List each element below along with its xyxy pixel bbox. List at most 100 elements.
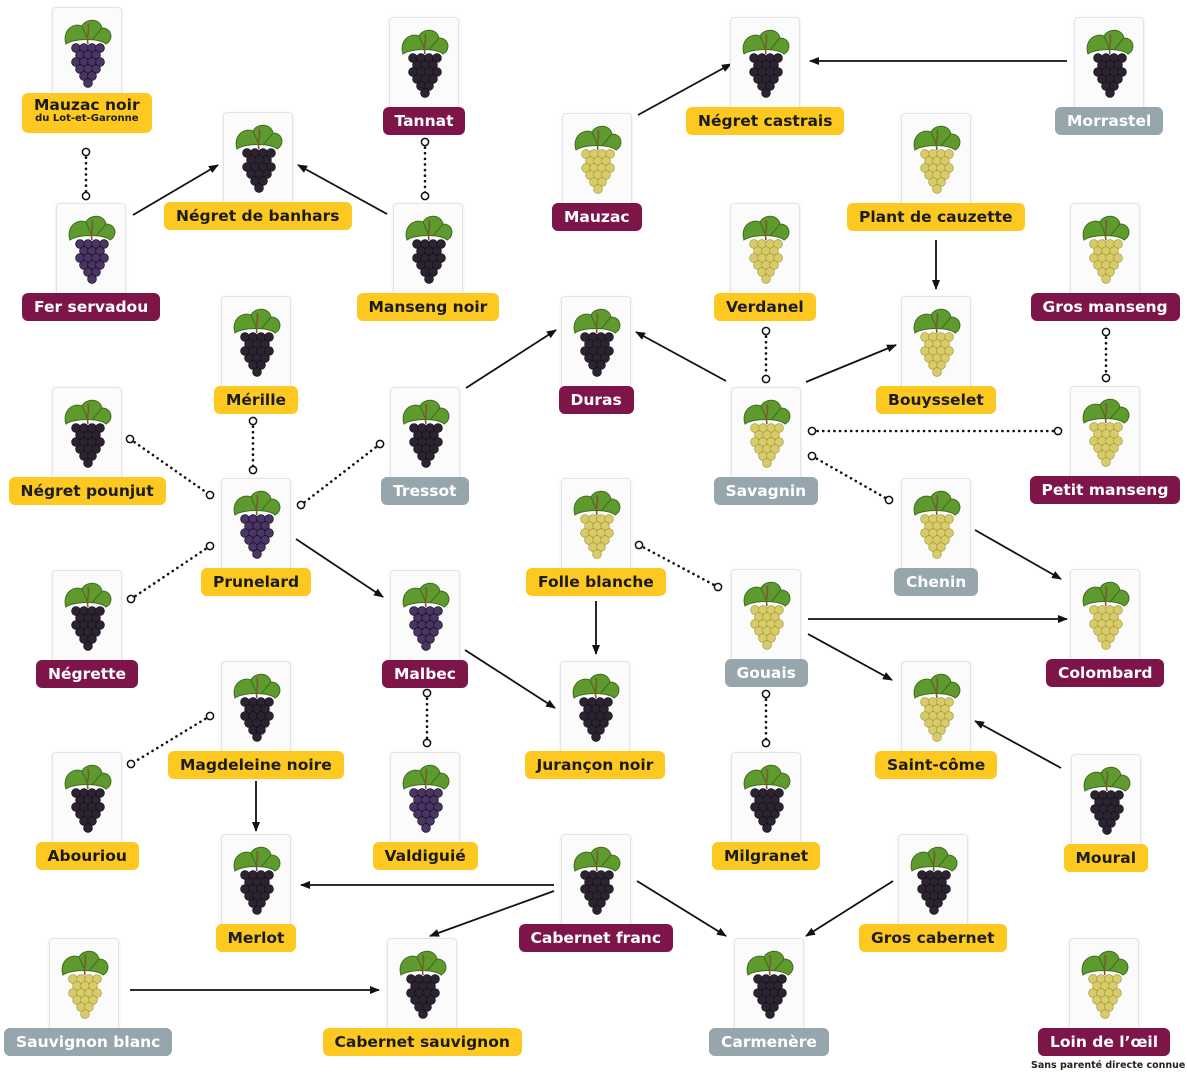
grape-cluster-icon bbox=[731, 569, 801, 663]
kinship-link-negrette-prunelard bbox=[129, 544, 212, 601]
variety-name: Saint-côme bbox=[887, 756, 986, 774]
variety-label: Saint-côme bbox=[875, 751, 998, 779]
grape-cluster-icon bbox=[390, 752, 460, 846]
variety-name: Loin de l’œil bbox=[1050, 1033, 1159, 1051]
grape-cluster-icon bbox=[731, 752, 801, 846]
variety-label: Cabernet sauvignon bbox=[322, 1028, 522, 1056]
grape-cluster-icon bbox=[730, 203, 800, 297]
link-endpoint-circle bbox=[81, 147, 91, 157]
variety-label: Loin de l’œil bbox=[1038, 1028, 1171, 1056]
variety-label: Gros manseng bbox=[1030, 293, 1180, 321]
parent-arrow-malbec-jurancon_noir bbox=[464, 649, 556, 709]
grape-cluster-icon bbox=[52, 387, 122, 481]
variety-label: Folle blanche bbox=[526, 568, 666, 596]
link-endpoint-circle bbox=[713, 582, 723, 592]
variety-label: Savagnin bbox=[713, 477, 819, 505]
grape-cluster-icon bbox=[901, 113, 971, 207]
variety-name: Colombard bbox=[1058, 664, 1153, 682]
grape-cluster-icon bbox=[1071, 754, 1141, 848]
parent-arrow-gros_cabernet-carmenere bbox=[805, 880, 894, 937]
grape-cluster-icon bbox=[52, 7, 122, 101]
grape-cluster-icon bbox=[731, 387, 801, 481]
grape-cluster-icon bbox=[223, 112, 293, 206]
variety-name: Duras bbox=[570, 391, 622, 409]
variety-label: Malbec bbox=[382, 660, 468, 688]
variety-label: Colombard bbox=[1046, 659, 1165, 687]
grape-cluster-icon bbox=[49, 938, 119, 1032]
grape-cluster-icon bbox=[1070, 569, 1140, 663]
grape-cluster-icon bbox=[1074, 17, 1144, 111]
variety-name: Sauvignon blanc bbox=[16, 1033, 161, 1051]
grape-cluster-icon bbox=[52, 570, 122, 664]
link-endpoint-circle bbox=[205, 711, 215, 721]
grape-cluster-icon bbox=[901, 478, 971, 572]
variety-name: Moural bbox=[1075, 849, 1137, 867]
grape-cluster-icon bbox=[221, 834, 291, 928]
grape-cluster-icon bbox=[56, 203, 126, 297]
parent-arrow-cabernet_franc-carmenere bbox=[636, 880, 727, 937]
grape-cluster-icon bbox=[390, 387, 460, 481]
variety-label: Valdiguié bbox=[372, 842, 478, 870]
parent-arrow-moural-saint_come bbox=[974, 720, 1062, 769]
variety-label: Jurançon noir bbox=[524, 751, 666, 779]
variety-label: Petit manseng bbox=[1029, 476, 1181, 504]
variety-name: Manseng noir bbox=[368, 298, 488, 316]
grape-cluster-icon bbox=[221, 296, 291, 390]
kinship-link-folle_blanche-gouais bbox=[637, 543, 720, 589]
link-endpoint-circle bbox=[81, 191, 91, 201]
variety-label: Mérille bbox=[214, 386, 299, 414]
variety-label: Carmenère bbox=[709, 1028, 829, 1056]
variety-name: Merlot bbox=[227, 929, 285, 947]
variety-name: Mérille bbox=[226, 391, 287, 409]
variety-sublabel: du Lot-et-Garonne bbox=[35, 113, 139, 124]
grape-cluster-icon bbox=[1069, 938, 1139, 1032]
link-endpoint-circle bbox=[296, 500, 306, 510]
variety-label: Gouais bbox=[724, 659, 808, 687]
variety-label: Fer servadou bbox=[22, 293, 161, 321]
variety-label: Chenin bbox=[894, 568, 979, 596]
variety-label: Plant de cauzette bbox=[847, 203, 1025, 231]
grape-cluster-icon bbox=[221, 478, 291, 572]
grape-cluster-icon bbox=[387, 938, 457, 1032]
variety-label: Négret castrais bbox=[686, 107, 845, 135]
grape-cluster-icon bbox=[393, 203, 463, 297]
parent-arrow-fer_servadou-negret_banhars bbox=[132, 164, 219, 216]
variety-name: Mauzac noir bbox=[34, 96, 140, 114]
grape-cluster-icon bbox=[390, 570, 460, 664]
variety-name: Fer servadou bbox=[34, 298, 149, 316]
variety-name: Gouais bbox=[736, 664, 796, 682]
variety-name: Tannat bbox=[394, 112, 454, 130]
link-endpoint-circle bbox=[422, 738, 432, 748]
variety-label: Négrette bbox=[36, 660, 139, 688]
variety-name: Valdiguié bbox=[384, 847, 466, 865]
grape-cluster-icon bbox=[901, 296, 971, 390]
variety-label: Prunelard bbox=[201, 568, 312, 596]
grape-cluster-icon bbox=[1070, 203, 1140, 297]
parent-arrow-manseng_noir-negret_banhars bbox=[297, 164, 388, 215]
link-endpoint-circle bbox=[1101, 327, 1111, 337]
variety-name: Milgranet bbox=[724, 847, 809, 865]
link-endpoint-circle bbox=[1101, 373, 1111, 383]
variety-name: Cabernet sauvignon bbox=[334, 1033, 510, 1051]
link-endpoint-circle bbox=[761, 326, 771, 336]
variety-name: Savagnin bbox=[725, 482, 807, 500]
variety-name: Cabernet franc bbox=[530, 929, 662, 947]
parent-arrow-tressot-duras bbox=[465, 329, 557, 389]
variety-name: Folle blanche bbox=[538, 573, 654, 591]
variety-name: Abouriou bbox=[47, 847, 127, 865]
variety-label: Gros cabernet bbox=[859, 924, 1007, 952]
variety-name: Plant de cauzette bbox=[859, 208, 1013, 226]
variety-name: Jurançon noir bbox=[536, 756, 654, 774]
variety-name: Négrette bbox=[48, 665, 127, 683]
link-endpoint-circle bbox=[126, 759, 136, 769]
variety-name: Négret pounjut bbox=[20, 482, 154, 500]
variety-label: Négret pounjut bbox=[8, 477, 166, 505]
variety-name: Magdeleine noire bbox=[180, 756, 332, 774]
variety-name: Gros manseng bbox=[1042, 298, 1168, 316]
link-endpoint-circle bbox=[420, 191, 430, 201]
variety-name: Tressot bbox=[393, 482, 457, 500]
parent-arrow-cabernet_franc-cabernet_sauvignon bbox=[429, 890, 555, 937]
variety-name: Négret castrais bbox=[698, 112, 833, 130]
